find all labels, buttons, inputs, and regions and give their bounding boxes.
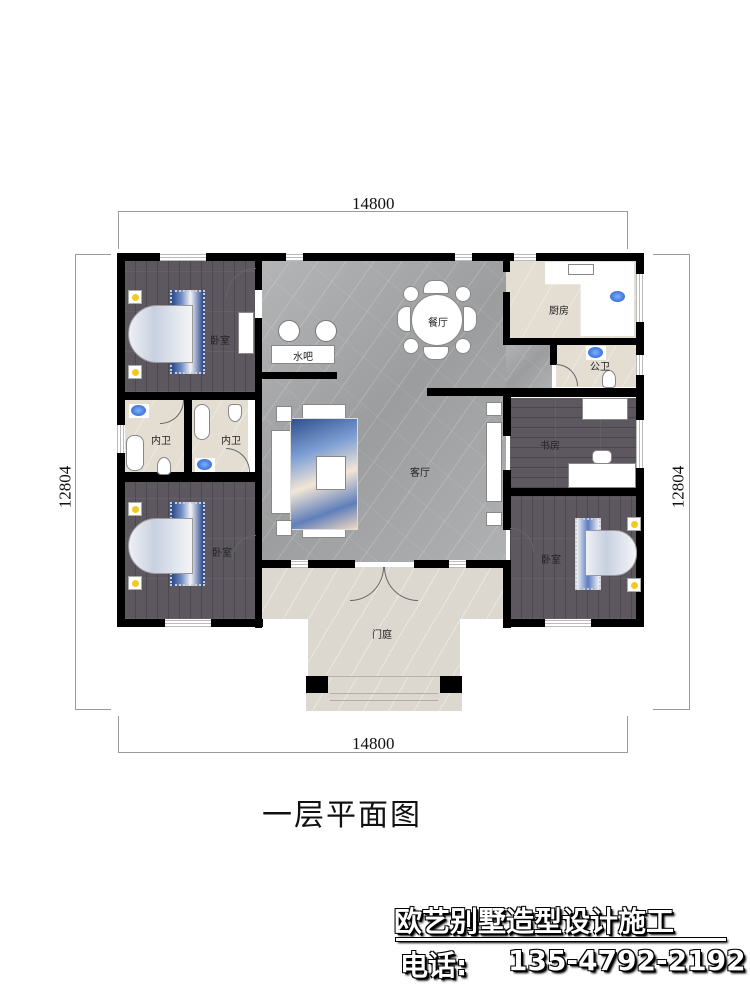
- lamp-icon: [627, 578, 641, 592]
- bed-icon: [585, 530, 637, 576]
- wall-kitchen-west: [503, 260, 510, 272]
- dining-table-icon: [397, 280, 477, 360]
- sink-icon: [586, 346, 606, 360]
- room-label-kitchen: 厨房: [549, 306, 569, 317]
- page-title: 一层平面图: [262, 798, 422, 833]
- outer-wall-top: [117, 253, 643, 261]
- room-label-bedroom-nw: 卧室: [210, 336, 230, 347]
- wardrobe: [238, 312, 254, 354]
- window: [449, 560, 466, 568]
- brand-underline: [396, 938, 726, 941]
- bathtub-icon: [194, 404, 210, 440]
- sink-icon: [195, 458, 215, 472]
- wall-waterbar: [262, 372, 337, 379]
- window: [160, 253, 206, 261]
- dimension-top-label: 14800: [352, 194, 395, 213]
- wall-bath-south: [124, 472, 262, 482]
- sink-icon: [129, 404, 149, 418]
- room-label-living: 客厅: [410, 468, 430, 479]
- dimension-left-label: 12804: [55, 465, 75, 509]
- wall-study-south: [504, 488, 636, 496]
- dimension-right-label: 12804: [668, 465, 688, 509]
- dimension-bottom-label: 14800: [352, 734, 395, 753]
- step-line-1: [330, 693, 438, 694]
- bathtub-icon: [126, 435, 144, 471]
- wall-bath-divider: [184, 400, 192, 474]
- stove-icon: [568, 264, 594, 275]
- wall-bed-e-west: [503, 560, 511, 628]
- water-bar-counter: [271, 345, 335, 364]
- lamp-icon: [128, 290, 142, 304]
- phone-label: 电话:: [400, 949, 468, 982]
- sofa-icon: [582, 398, 628, 420]
- window: [455, 253, 472, 261]
- wall-study-top: [504, 388, 636, 397]
- side-table-icon: [276, 520, 292, 536]
- room-label-bathroom-2: 内卫: [221, 436, 241, 447]
- wall-kitchen-south: [503, 338, 636, 345]
- company-name: 欧艺别墅造型设计施工: [394, 905, 675, 938]
- wall-bed-nw-south: [124, 392, 262, 400]
- lamp-icon: [128, 576, 142, 590]
- lamp-icon: [128, 365, 142, 379]
- porch-center: [308, 618, 460, 678]
- coffee-table-icon: [316, 456, 346, 490]
- wall-bed-nw-east: [255, 260, 262, 290]
- room-label-bathroom-1: 内卫: [151, 436, 171, 447]
- window: [165, 619, 211, 627]
- window: [636, 355, 644, 375]
- bed-icon: [128, 518, 193, 574]
- window: [286, 253, 303, 261]
- lamp-icon: [627, 517, 641, 531]
- window: [545, 619, 591, 627]
- window: [636, 274, 644, 322]
- step-line-2: [330, 700, 438, 701]
- bed-icon: [128, 305, 193, 363]
- window: [291, 560, 308, 568]
- lamp-icon: [128, 502, 142, 516]
- cabinet-icon: [486, 402, 502, 416]
- wall-kitchen-west2: [503, 292, 510, 342]
- sink-icon: [608, 290, 625, 318]
- tv-cabinet-icon: [486, 422, 502, 502]
- wall-study-west2: [503, 470, 511, 530]
- pillar-left: [306, 676, 328, 693]
- window: [514, 253, 536, 261]
- wall-living-top: [427, 388, 557, 396]
- room-label-water-bar: 水吧: [293, 352, 313, 363]
- wall-pubbath-west: [550, 345, 557, 365]
- toilet-icon: [602, 370, 616, 388]
- stool-icon: [315, 320, 337, 342]
- wall-study-west: [503, 396, 511, 436]
- dining-ext: [506, 340, 552, 390]
- desk-icon: [568, 463, 636, 488]
- room-label-public-bath: 公卫: [590, 362, 610, 373]
- room-label-dining: 餐厅: [428, 318, 448, 329]
- porch: [262, 567, 506, 619]
- toilet-icon: [157, 457, 171, 475]
- room-label-bedroom-e: 卧室: [541, 555, 561, 566]
- toilet-icon: [228, 404, 242, 422]
- window: [117, 425, 125, 453]
- phone-number: 135-4792-2192: [508, 944, 746, 977]
- side-table-icon: [276, 406, 292, 422]
- room-label-bedroom-sw: 卧室: [212, 548, 232, 559]
- room-label-porch: 门庭: [372, 630, 392, 641]
- room-label-study: 书房: [540, 441, 560, 452]
- window: [636, 420, 644, 468]
- pillar-right: [440, 676, 462, 693]
- chair-icon: [592, 450, 612, 464]
- cabinet-icon: [486, 512, 502, 526]
- stool-icon: [278, 320, 300, 342]
